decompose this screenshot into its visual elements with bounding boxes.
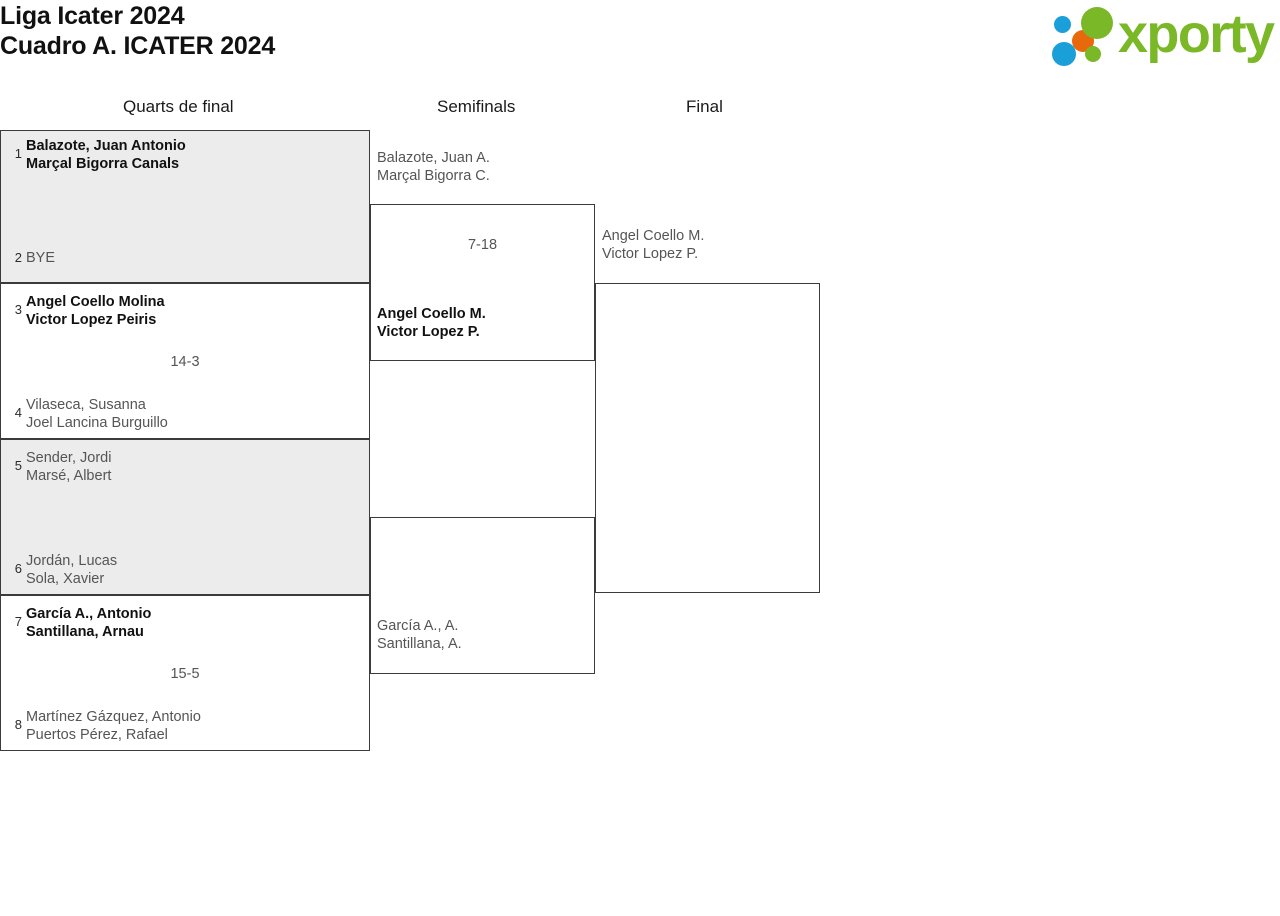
match-score: 14-3 [170, 354, 200, 370]
logo-wordmark: xporty [1118, 4, 1275, 64]
team-player-1: Angel Coello M. [377, 306, 486, 322]
team-player-2: Victor Lopez P. [377, 324, 480, 340]
tournament-name: Liga Icater 2024 [0, 2, 185, 30]
round-heading-semifinals: Semifinals [437, 97, 516, 116]
team-player-1: Balazote, Juan A. [377, 150, 490, 166]
page-title: Liga Icater 2024 Cuadro A. ICATER 2024 [0, 2, 275, 61]
logo-dot-green-small [1085, 46, 1101, 62]
match-box-final[interactable] [595, 283, 820, 593]
seed-number: 3 [14, 302, 22, 317]
team-player-2: Marçal Bigorra C. [377, 168, 490, 184]
team-slot: Angel Coello Molina Victor Lopez Peiris [26, 293, 165, 329]
team-player-1: Angel Coello M. [602, 228, 705, 244]
logo-dot-blue-large [1052, 42, 1076, 66]
match-box-sf-1[interactable] [370, 204, 595, 361]
team-slot: Jordán, Lucas Sola, Xavier [26, 552, 117, 588]
team-player-2: Sola, Xavier [26, 571, 105, 587]
match-box-qf-2[interactable] [0, 283, 370, 439]
team-player-1: Balazote, Juan Antonio [26, 138, 186, 154]
seed-number: 7 [14, 614, 22, 629]
team-player-1: García A., A. [377, 618, 459, 634]
match-score: 15-5 [170, 666, 200, 682]
team-player-2: Joel Lancina Burguillo [26, 415, 168, 431]
team-player-1: Angel Coello Molina [26, 294, 165, 310]
logo-dot-green-large [1081, 7, 1113, 39]
round-heading-final: Final [686, 97, 723, 116]
team-player-1: BYE [26, 250, 56, 266]
seed-number: 6 [14, 561, 22, 576]
seed-number: 1 [14, 146, 22, 161]
team-slot: Vilaseca, Susanna Joel Lancina Burguillo [26, 396, 168, 432]
team-player-1: Jordán, Lucas [26, 553, 118, 569]
logo-dot-blue-small [1054, 16, 1071, 33]
team-slot-advanced: Angel Coello M. Victor Lopez P. [602, 227, 704, 263]
team-player-2: Victor Lopez Peiris [26, 312, 157, 328]
team-slot: BYE [26, 249, 55, 267]
match-box-qf-4[interactable] [0, 595, 370, 751]
tournament-header: Liga Icater 2024 Cuadro A. ICATER 2024 x… [0, 0, 1280, 90]
round-heading-quarterfinals: Quarts de final [123, 97, 234, 116]
seed-number: 2 [14, 250, 22, 265]
team-player-2: Puertos Pérez, Rafael [26, 727, 168, 743]
match-score: 7-18 [467, 237, 498, 253]
team-player-2: Marçal Bigorra Canals [26, 156, 180, 172]
team-slot: García A., Antonio Santillana, Arnau [26, 605, 151, 641]
team-player-1: Martínez Gázquez, Antonio [26, 709, 201, 725]
team-player-2: Santillana, A. [377, 636, 462, 652]
team-slot: García A., A. Santillana, A. [377, 617, 462, 653]
team-slot-advanced: Balazote, Juan A. Marçal Bigorra C. [377, 149, 490, 185]
seed-number: 8 [14, 717, 22, 732]
team-slot: Angel Coello M. Victor Lopez P. [377, 305, 486, 341]
team-slot: Sender, Jordi Marsé, Albert [26, 449, 111, 485]
match-box-qf-3[interactable] [0, 439, 370, 595]
team-player-2: Santillana, Arnau [26, 624, 144, 640]
match-box-sf-2[interactable] [370, 517, 595, 674]
xporty-logo[interactable]: xporty [1052, 4, 1276, 68]
team-player-1: García A., Antonio [26, 606, 152, 622]
team-slot: Martínez Gázquez, Antonio Puertos Pérez,… [26, 708, 201, 744]
match-box-qf-1[interactable] [0, 130, 370, 283]
team-player-1: Sender, Jordi [26, 450, 112, 466]
team-player-2: Victor Lopez P. [602, 246, 699, 262]
team-player-2: Marsé, Albert [26, 468, 112, 484]
team-slot: Balazote, Juan Antonio Marçal Bigorra Ca… [26, 137, 186, 173]
team-player-1: Vilaseca, Susanna [26, 397, 146, 413]
seed-number: 4 [14, 405, 22, 420]
logo-dots-icon [1052, 6, 1126, 66]
draw-name: Cuadro A. ICATER 2024 [0, 31, 276, 60]
seed-number: 5 [14, 458, 22, 473]
